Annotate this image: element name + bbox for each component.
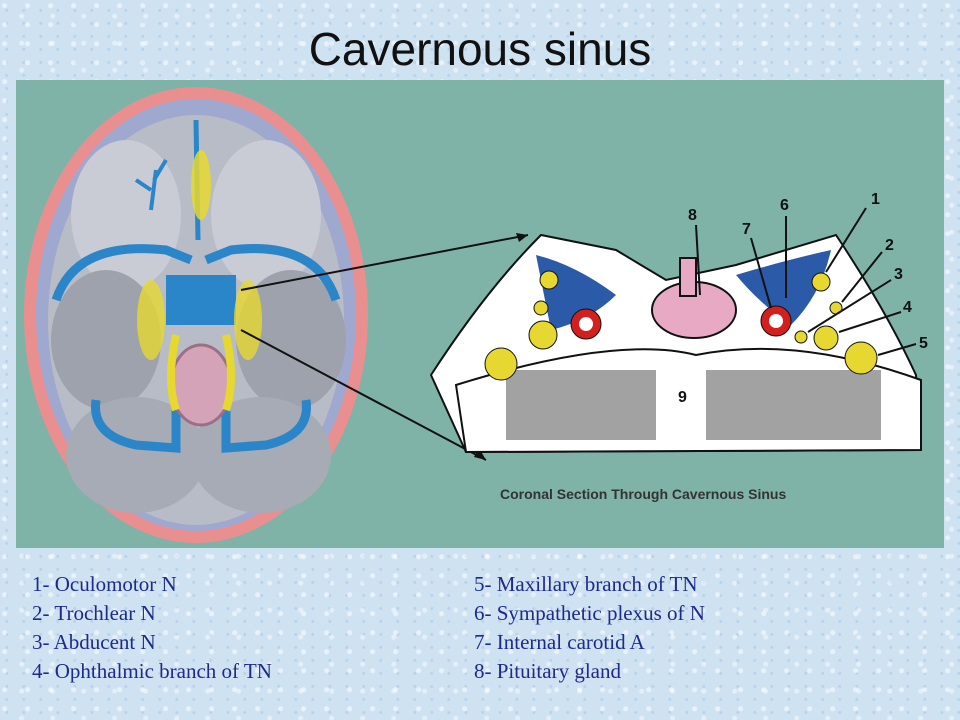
middle-fossa-right [236, 270, 346, 410]
label-4: 4 [903, 299, 912, 316]
leader-1 [825, 207, 867, 273]
sphenoparietal-sinus-right [204, 244, 341, 302]
olfactory-tract [191, 150, 211, 220]
label-3: 3 [894, 266, 903, 283]
pointer-arrowhead-upper [516, 233, 528, 242]
leader-8 [695, 224, 701, 296]
legend-item: 7- Internal carotid A [474, 630, 645, 654]
label-2: 2 [885, 237, 894, 254]
sphenoparietal-sinus-left [51, 244, 193, 302]
cavernous-sinus-figure: 8 7 6 1 2 3 4 5 9 Coronal Section Throug… [16, 80, 944, 548]
nerve-l3 [528, 320, 558, 350]
pointer-line-upper [240, 234, 529, 291]
meningeal-vessel [134, 158, 168, 211]
legend-left-column: 1- Oculomotor N 2- Trochlear N 3- Abduce… [32, 570, 272, 686]
label-9: 9 [678, 389, 687, 406]
legend-item: 4- Ophthalmic branch of TN [32, 659, 272, 683]
label-1: 1 [871, 191, 880, 208]
label-6: 6 [780, 197, 789, 214]
section-caption: Coronal Section Through Cavernous Sinus [500, 486, 786, 502]
coronal-section-illustration: 8 7 6 1 2 3 4 5 9 Coronal Section Throug… [429, 191, 928, 502]
sphenoid-sinus-left [506, 370, 656, 440]
nerve-right [222, 334, 235, 412]
label-7: 7 [742, 221, 751, 238]
maxillary-nerve [844, 341, 878, 375]
abducent-nerve [794, 330, 808, 344]
ophthalmic-nerve [813, 325, 839, 351]
transverse-sinus-left [91, 399, 181, 453]
legend-item: 2- Trochlear N [32, 601, 156, 625]
legend-item: 6- Sympathetic plexus of N [474, 601, 705, 625]
leader-4 [838, 311, 902, 333]
sphenoid-sinus-right [706, 370, 881, 440]
skull-base-illustration [24, 87, 368, 543]
middle-fossa-left [51, 270, 161, 410]
leader-3 [807, 279, 892, 333]
carotid-lumen-right [769, 314, 783, 328]
pituitary-stalk [679, 257, 697, 297]
figure-svg: 8 7 6 1 2 3 4 5 9 Coronal Section Throug… [24, 87, 928, 543]
legend-right-column: 5- Maxillary branch of TN 6- Sympathetic… [474, 570, 705, 686]
nerve-l2 [533, 300, 549, 316]
carotid-lumen-left [579, 317, 593, 331]
brainstem-region [169, 343, 233, 427]
nerve-left [167, 334, 180, 412]
nerve-l4 [484, 347, 518, 381]
trigeminal-ganglion-right [234, 280, 262, 360]
oculomotor-nerve [811, 272, 831, 292]
sella-venous-plexus [166, 275, 236, 325]
trigeminal-ganglion-left [137, 280, 165, 360]
legend-item: 5- Maxillary branch of TN [474, 572, 698, 596]
transverse-sinus-right [221, 399, 311, 453]
label-8: 8 [688, 207, 697, 224]
pointer-arrowhead-lower [474, 448, 486, 460]
pointer-line-lower [240, 329, 487, 461]
leader-2 [841, 251, 883, 303]
nerve-l1 [539, 270, 559, 290]
leader-5 [877, 343, 917, 356]
legend-item: 8- Pituitary gland [474, 659, 621, 683]
page-title: Cavernous sinus [308, 23, 652, 75]
legend-item: 1- Oculomotor N [32, 572, 177, 596]
anterior-fossa-right [211, 140, 321, 290]
legend-item: 3- Abducent N [32, 630, 156, 654]
label-5: 5 [919, 335, 928, 352]
leader-7 [750, 237, 772, 309]
